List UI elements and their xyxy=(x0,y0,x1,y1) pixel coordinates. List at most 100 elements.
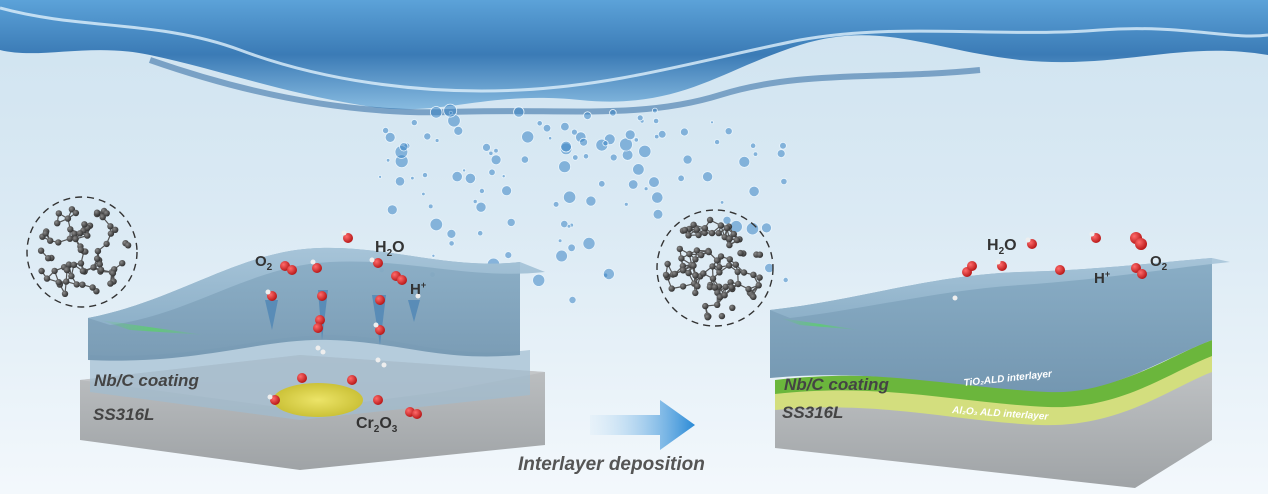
carbon-atom xyxy=(694,283,701,290)
bubble xyxy=(572,154,579,161)
carbon-atom xyxy=(668,285,675,292)
carbon-atom xyxy=(679,283,687,290)
bubble xyxy=(504,251,513,260)
bubble xyxy=(745,222,760,236)
carbon-atom xyxy=(701,225,709,232)
transition-arrow xyxy=(590,400,695,450)
bubble xyxy=(542,123,552,133)
bubble xyxy=(566,224,572,229)
bubble xyxy=(632,163,645,176)
carbon-atom xyxy=(716,269,723,276)
tio2-layer xyxy=(775,340,1212,408)
right-substrate-label: SS316L xyxy=(782,403,843,422)
left-nbc-cluster xyxy=(37,206,132,297)
bubble xyxy=(779,142,787,150)
bubble xyxy=(464,172,476,184)
right-hplus-label: H+ xyxy=(1094,269,1110,287)
bubble xyxy=(782,276,789,283)
carbon-atom xyxy=(72,209,80,217)
carbon-atom xyxy=(77,260,85,267)
left-coating-label: Nb/C coating xyxy=(94,371,199,390)
carbon-atom xyxy=(94,255,101,262)
bubble xyxy=(552,201,560,208)
bubble xyxy=(621,149,634,161)
carbon-atom xyxy=(733,236,741,244)
bubble xyxy=(560,220,569,229)
carbon-atom xyxy=(43,275,51,282)
bubble xyxy=(654,133,660,140)
carbon-atom xyxy=(77,246,85,253)
carbon-atom xyxy=(726,262,733,269)
bubble xyxy=(443,103,458,118)
left-nbc-cluster-outline xyxy=(26,196,138,308)
carbon-atom xyxy=(79,281,86,288)
bubble xyxy=(560,121,570,132)
bubble xyxy=(752,151,759,157)
bubble xyxy=(623,201,629,207)
carbon-atom xyxy=(717,253,725,260)
bubble xyxy=(633,137,639,143)
carbon-atom xyxy=(124,242,132,249)
carbon-atom xyxy=(79,267,87,275)
carbon-atom xyxy=(76,230,84,237)
arrow-caption: Interlayer deposition xyxy=(518,454,705,475)
carbon-atom xyxy=(756,274,763,281)
carbon-atom xyxy=(723,224,731,232)
arrow-icon xyxy=(590,400,695,450)
carbon-atom xyxy=(727,279,734,286)
left-o2-label: O2 xyxy=(255,253,273,273)
bubble xyxy=(421,191,426,197)
carbon-atom xyxy=(107,230,115,237)
right-panel: Nb/C coating SS316L TiO₂ALD interlayer A… xyxy=(656,209,1230,488)
bubble xyxy=(780,177,788,186)
bubble xyxy=(536,120,543,127)
carbon-atom xyxy=(679,267,687,274)
carbon-atom xyxy=(705,248,712,256)
bubble xyxy=(748,185,760,197)
bubble xyxy=(477,230,484,237)
bubble xyxy=(520,155,530,164)
bubble xyxy=(453,125,464,136)
bubble xyxy=(598,180,606,188)
bubble xyxy=(384,131,396,143)
carbon-atom xyxy=(662,271,670,279)
bubble xyxy=(446,228,457,239)
bubble xyxy=(488,150,494,156)
carbon-atom xyxy=(692,272,699,279)
bubble xyxy=(521,130,535,144)
carbon-atom xyxy=(737,249,744,257)
bubble xyxy=(382,127,390,135)
carbon-atom xyxy=(692,289,699,297)
carbon-atom xyxy=(55,210,62,217)
bubble xyxy=(764,262,775,274)
left-panel: Nb/C coating SS316L Cr2O3 O2 H2O H+ xyxy=(26,196,545,470)
bubble xyxy=(385,158,391,163)
bubble xyxy=(638,144,652,158)
bubble xyxy=(506,217,516,227)
left-molecules xyxy=(265,230,422,419)
bubble xyxy=(710,120,714,125)
carbon-atom xyxy=(721,292,728,299)
bubble xyxy=(583,111,592,120)
right-nbc-cluster-outline xyxy=(656,209,774,327)
cr2o3-blob xyxy=(273,383,363,417)
carbon-atom xyxy=(94,247,102,255)
bubble xyxy=(493,147,499,154)
carbon-atom xyxy=(690,221,697,228)
carbon-atom xyxy=(729,304,736,311)
carbon-atom xyxy=(715,229,722,237)
carbon-atom xyxy=(740,269,748,276)
bubble xyxy=(609,153,618,162)
bubble xyxy=(761,222,772,234)
carbon-atom xyxy=(66,235,74,242)
bubble xyxy=(643,186,649,192)
carbon-atom xyxy=(61,290,69,297)
carbon-atom xyxy=(65,261,73,268)
carbon-atom xyxy=(103,240,110,248)
bubble xyxy=(571,128,578,136)
bubble xyxy=(776,149,786,159)
carbon-atom xyxy=(45,255,52,262)
carbon-atom xyxy=(63,266,71,274)
carbon-atom xyxy=(81,221,88,228)
carbon-atom xyxy=(718,312,726,320)
